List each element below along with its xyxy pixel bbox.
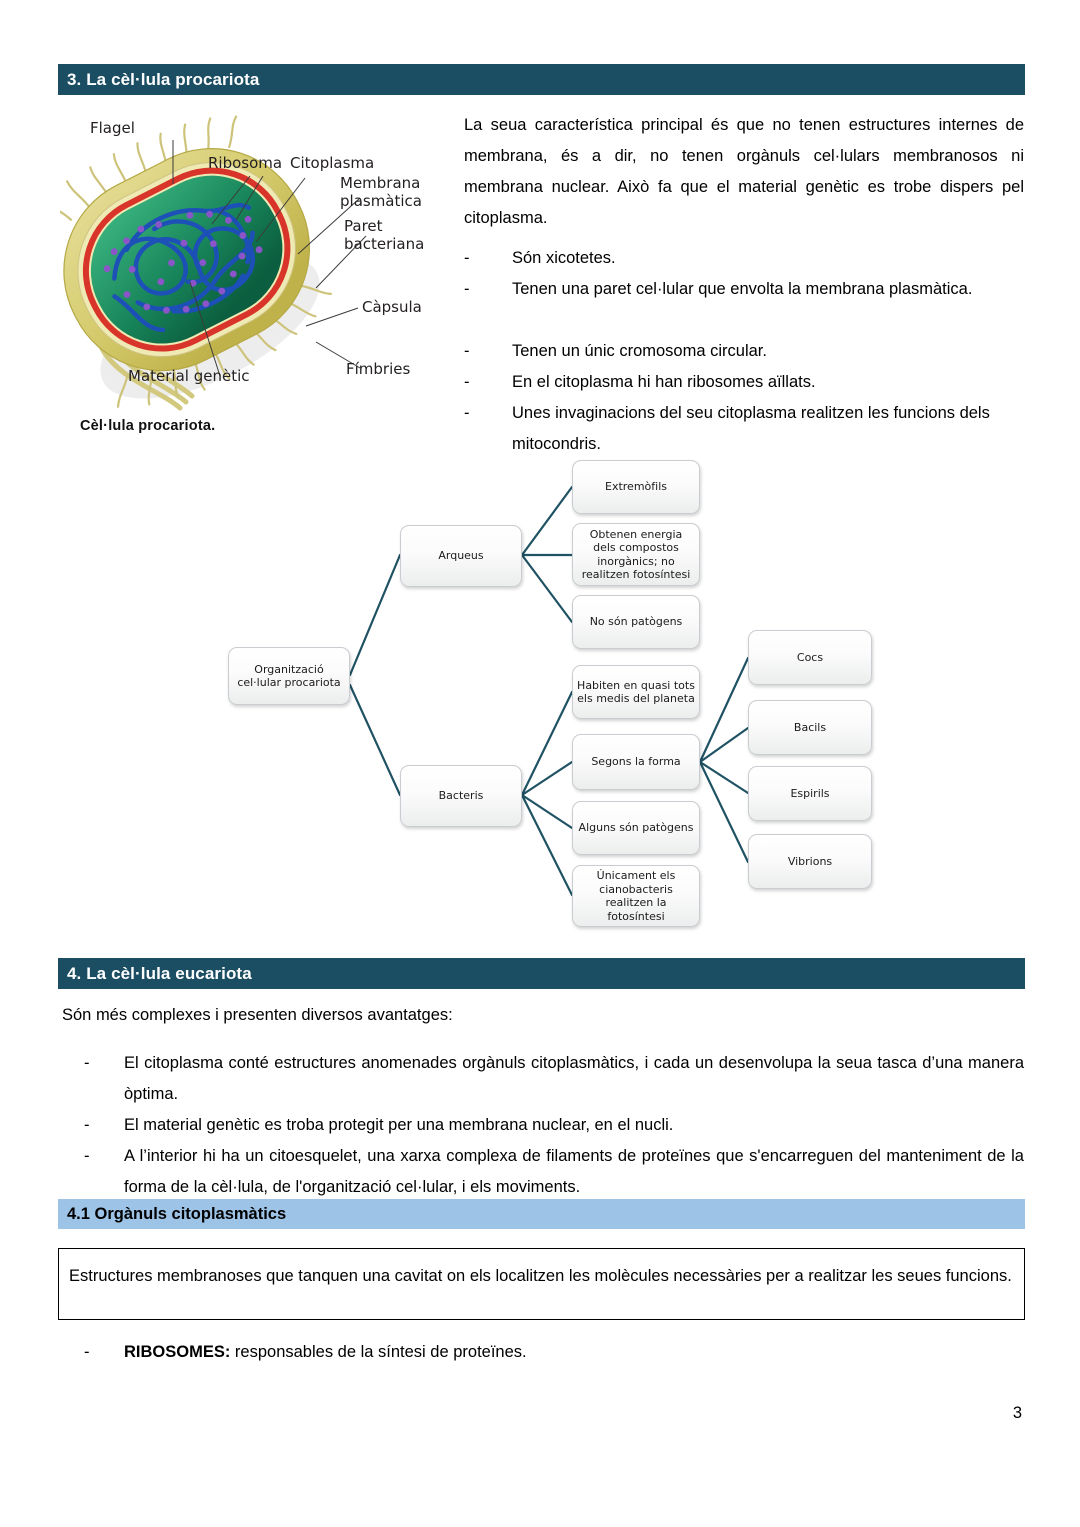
flowchart-node-obtenen-energia[interactable]: Obtenen energia dels compostos inorgànic… bbox=[572, 523, 700, 586]
flowchart-node-espirils[interactable]: Espirils bbox=[748, 766, 872, 821]
section4-bullet-dash-1: - bbox=[84, 1116, 90, 1134]
section4-bullet-2: A l’interior hi ha un citoesquelet, una … bbox=[124, 1147, 1024, 1196]
flowchart-node-bacils[interactable]: Bacils bbox=[748, 700, 872, 755]
section-heading-3-label: 3. La cèl·lula procariota bbox=[67, 69, 260, 89]
figure-label-capsula: Càpsula bbox=[362, 298, 422, 316]
section4-bullet-dash-0: - bbox=[84, 1054, 90, 1072]
section3-intro-paragraph: La seua característica principal és que … bbox=[464, 116, 1024, 227]
ribosomes-term: RIBOSOMES: bbox=[124, 1343, 231, 1361]
section3-bullet-dash-1: - bbox=[464, 280, 470, 298]
section4-bullet-1: El material genètic es troba protegit pe… bbox=[124, 1116, 674, 1134]
flowchart-node-alguns-son-patogens[interactable]: Alguns són patògens bbox=[572, 801, 700, 855]
section3-bullet-dash-4: - bbox=[464, 404, 470, 422]
section4-bullet-0: El citoplasma conté estructures anomenad… bbox=[124, 1054, 1024, 1103]
figure-label-paret-bacteriana: Paret bacteriana bbox=[344, 217, 425, 253]
section-heading-4-label: 4. La cèl·lula eucariota bbox=[67, 963, 252, 983]
flowchart-node-bacteris[interactable]: Bacteris bbox=[400, 765, 522, 827]
section4-intro-paragraph: Són més complexes i presenten diversos a… bbox=[62, 1006, 453, 1024]
flowchart-connectors bbox=[348, 485, 750, 897]
figure-label-ribosoma: Ribosoma bbox=[208, 154, 283, 172]
flowchart-node-root[interactable]: Organització cel·lular procariota bbox=[228, 647, 350, 705]
section3-bullet-dash-0: - bbox=[464, 249, 470, 267]
subsection-heading-4-1: 4.1 Orgànuls citoplasmàtics bbox=[58, 1199, 1025, 1229]
figure-label-membrana-plasmatica: Membrana plasmàtica bbox=[340, 174, 422, 210]
section4-bullet-dash-2: - bbox=[84, 1147, 90, 1165]
organelles-definition-box: Estructures membranoses que tanquen una … bbox=[58, 1248, 1025, 1320]
prokaryote-organisation-flowchart: Organització cel·lular procariota Arqueu… bbox=[200, 440, 890, 940]
section3-bullet-1: Tenen una paret cel·lular que envolta la… bbox=[512, 280, 973, 298]
section41-bullet-0: RIBOSOMES: responsables de la síntesi de… bbox=[124, 1337, 1014, 1368]
figure-label-flagel: Flagel bbox=[90, 119, 135, 137]
leader-lines bbox=[172, 140, 367, 377]
prokaryotic-cell-figure: Flagel Ribosoma Citoplasma Membrana plas… bbox=[24, 112, 460, 442]
flowchart-node-cocs[interactable]: Cocs bbox=[748, 630, 872, 685]
flowchart-node-cianobacteris[interactable]: Únicament els cianobacteris realitzen la… bbox=[572, 865, 700, 927]
section3-bullet-dash-3: - bbox=[464, 373, 470, 391]
figure-caption: Cèl·lula procariota. bbox=[80, 418, 216, 434]
section3-bullet-dash-2: - bbox=[464, 342, 470, 360]
figure-label-fimbries: Fímbries bbox=[346, 360, 411, 378]
flowchart-node-segons-la-forma[interactable]: Segons la forma bbox=[572, 734, 700, 790]
flowchart-node-habiten-medis[interactable]: Habiten en quasi tots els medis del plan… bbox=[572, 665, 700, 719]
genetic-material bbox=[112, 202, 255, 333]
flowchart-node-no-son-patogens[interactable]: No són patògens bbox=[572, 595, 700, 649]
section3-bullet-0: Són xicotetes. bbox=[512, 249, 616, 267]
section-heading-4: 4. La cèl·lula eucariota bbox=[58, 958, 1025, 989]
section3-bullet-3: En el citoplasma hi han ribosomes aïllat… bbox=[512, 373, 816, 391]
flowchart-node-arqueus[interactable]: Arqueus bbox=[400, 525, 522, 587]
ribosomes-description: responsables de la síntesi de proteïnes. bbox=[230, 1343, 527, 1361]
section-heading-3: 3. La cèl·lula procariota bbox=[58, 64, 1025, 95]
section41-bullet-dash-0: - bbox=[84, 1343, 90, 1361]
section3-bullet-4: Unes invaginacions del seu citoplasma re… bbox=[512, 404, 990, 453]
flowchart-node-vibrions[interactable]: Vibrions bbox=[748, 834, 872, 889]
figure-label-citoplasma: Citoplasma bbox=[290, 154, 375, 172]
prokaryotic-cell-illustration bbox=[24, 115, 367, 411]
cell-capsule bbox=[24, 115, 333, 408]
organelles-definition-text: Estructures membranoses que tanquen una … bbox=[69, 1267, 1012, 1285]
flowchart-node-extremofils[interactable]: Extremòfils bbox=[572, 460, 700, 514]
figure-label-material-genetic: Material genètic bbox=[128, 367, 250, 385]
section3-bullet-2: Tenen un únic cromosoma circular. bbox=[512, 342, 767, 360]
ribosome-dots bbox=[103, 210, 263, 314]
subsection-heading-4-1-label: 4.1 Orgànuls citoplasmàtics bbox=[67, 1204, 287, 1223]
page-number: 3 bbox=[1012, 1404, 1022, 1422]
